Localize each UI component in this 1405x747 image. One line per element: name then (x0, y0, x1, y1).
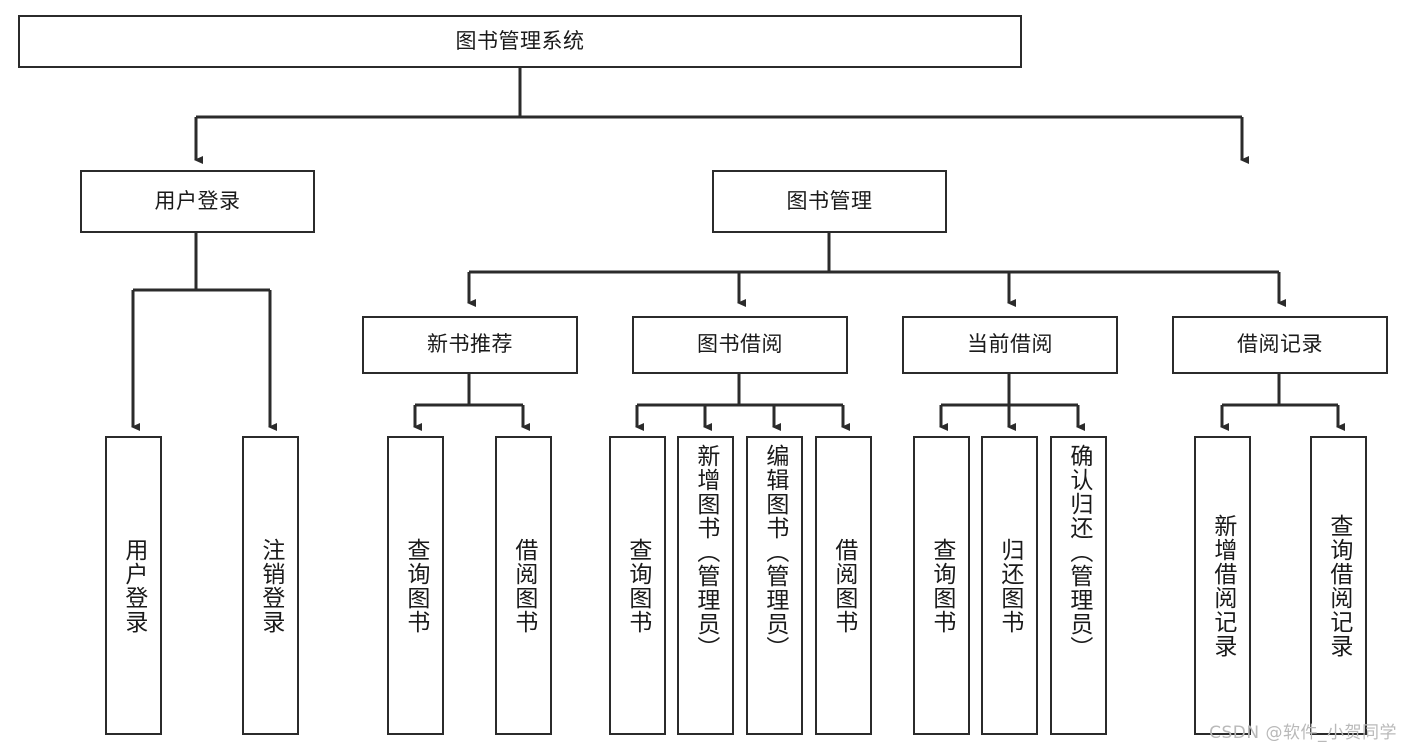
node-label: 借阅图书 (830, 537, 857, 634)
node-label: 当前借阅 (967, 332, 1053, 357)
node-label: 确认归还（管理员） (1065, 444, 1092, 660)
node-label: 图书借阅 (697, 332, 783, 357)
node-current-borrow[interactable]: 当前借阅 (902, 316, 1118, 374)
node-label: 查询图书 (402, 537, 429, 634)
node-label: 新书推荐 (427, 332, 513, 357)
node-book-management[interactable]: 图书管理 (712, 170, 947, 233)
node-label: 用户登录 (120, 537, 147, 634)
leaf-book-borrow-edit-book-admin[interactable]: 编辑图书（管理员） (746, 436, 803, 735)
leaf-new-book-borrow-book[interactable]: 借阅图书 (495, 436, 552, 735)
watermark-text: CSDN @软件_小贺同学 (1209, 723, 1397, 743)
leaf-user-login-logout[interactable]: 注销登录 (242, 436, 299, 735)
leaf-current-borrow-query-book[interactable]: 查询图书 (913, 436, 970, 735)
node-book-borrow[interactable]: 图书借阅 (632, 316, 848, 374)
node-borrow-record[interactable]: 借阅记录 (1172, 316, 1388, 374)
node-label: 借阅记录 (1237, 332, 1323, 357)
leaf-book-borrow-borrow-book[interactable]: 借阅图书 (815, 436, 872, 735)
node-label: 图书管理系统 (455, 28, 585, 53)
node-label: 新增借阅记录 (1209, 513, 1236, 658)
leaf-borrow-record-add-record[interactable]: 新增借阅记录 (1194, 436, 1251, 735)
node-label: 查询图书 (928, 537, 955, 634)
node-label: 注销登录 (257, 537, 284, 634)
leaf-current-borrow-confirm-return-admin[interactable]: 确认归还（管理员） (1050, 436, 1107, 735)
node-new-book-recommend[interactable]: 新书推荐 (362, 316, 578, 374)
leaf-book-borrow-add-book-admin[interactable]: 新增图书（管理员） (677, 436, 734, 735)
leaf-book-borrow-query-book[interactable]: 查询图书 (609, 436, 666, 735)
node-label: 查询借阅记录 (1325, 513, 1352, 658)
leaf-borrow-record-query-record[interactable]: 查询借阅记录 (1310, 436, 1367, 735)
node-book-management-system[interactable]: 图书管理系统 (18, 15, 1022, 68)
node-label: 查询图书 (624, 537, 651, 634)
leaf-new-book-query-book[interactable]: 查询图书 (387, 436, 444, 735)
node-label: 归还图书 (996, 537, 1023, 634)
node-label: 用户登录 (154, 188, 241, 213)
leaf-current-borrow-return-book[interactable]: 归还图书 (981, 436, 1038, 735)
node-label: 新增图书（管理员） (692, 444, 719, 660)
leaf-user-login-login[interactable]: 用户登录 (105, 436, 162, 735)
node-label: 借阅图书 (510, 537, 537, 634)
node-user-login[interactable]: 用户登录 (80, 170, 315, 233)
node-label: 编辑图书（管理员） (761, 444, 788, 660)
node-label: 图书管理 (786, 188, 873, 213)
